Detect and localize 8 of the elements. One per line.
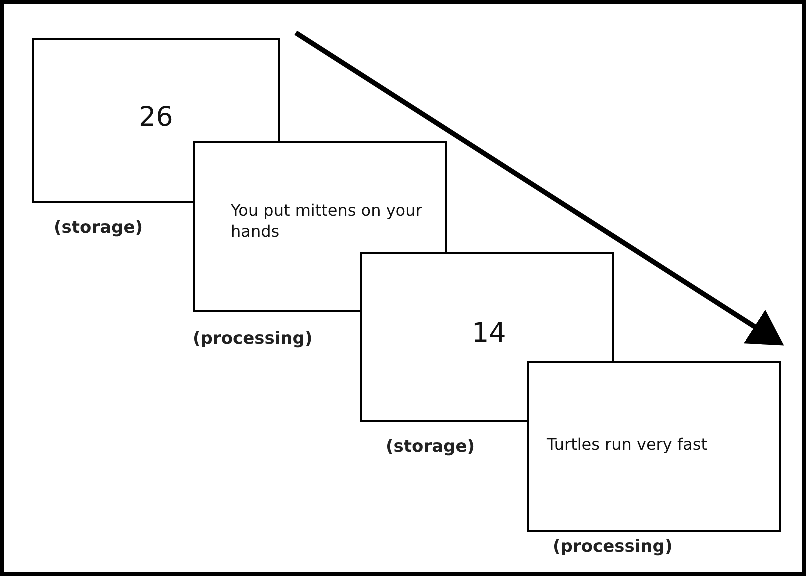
number-text: 26 [139, 101, 174, 135]
number-text: 14 [472, 317, 506, 351]
sentence-text: Turtles run very fast [547, 435, 708, 456]
caption-text: (processing) [553, 537, 673, 557]
caption-text: (storage) [54, 218, 144, 238]
caption-text: (storage) [386, 437, 476, 457]
caption-text: (processing) [193, 329, 313, 349]
sentence-text: You put mittens on your hands [231, 201, 424, 243]
